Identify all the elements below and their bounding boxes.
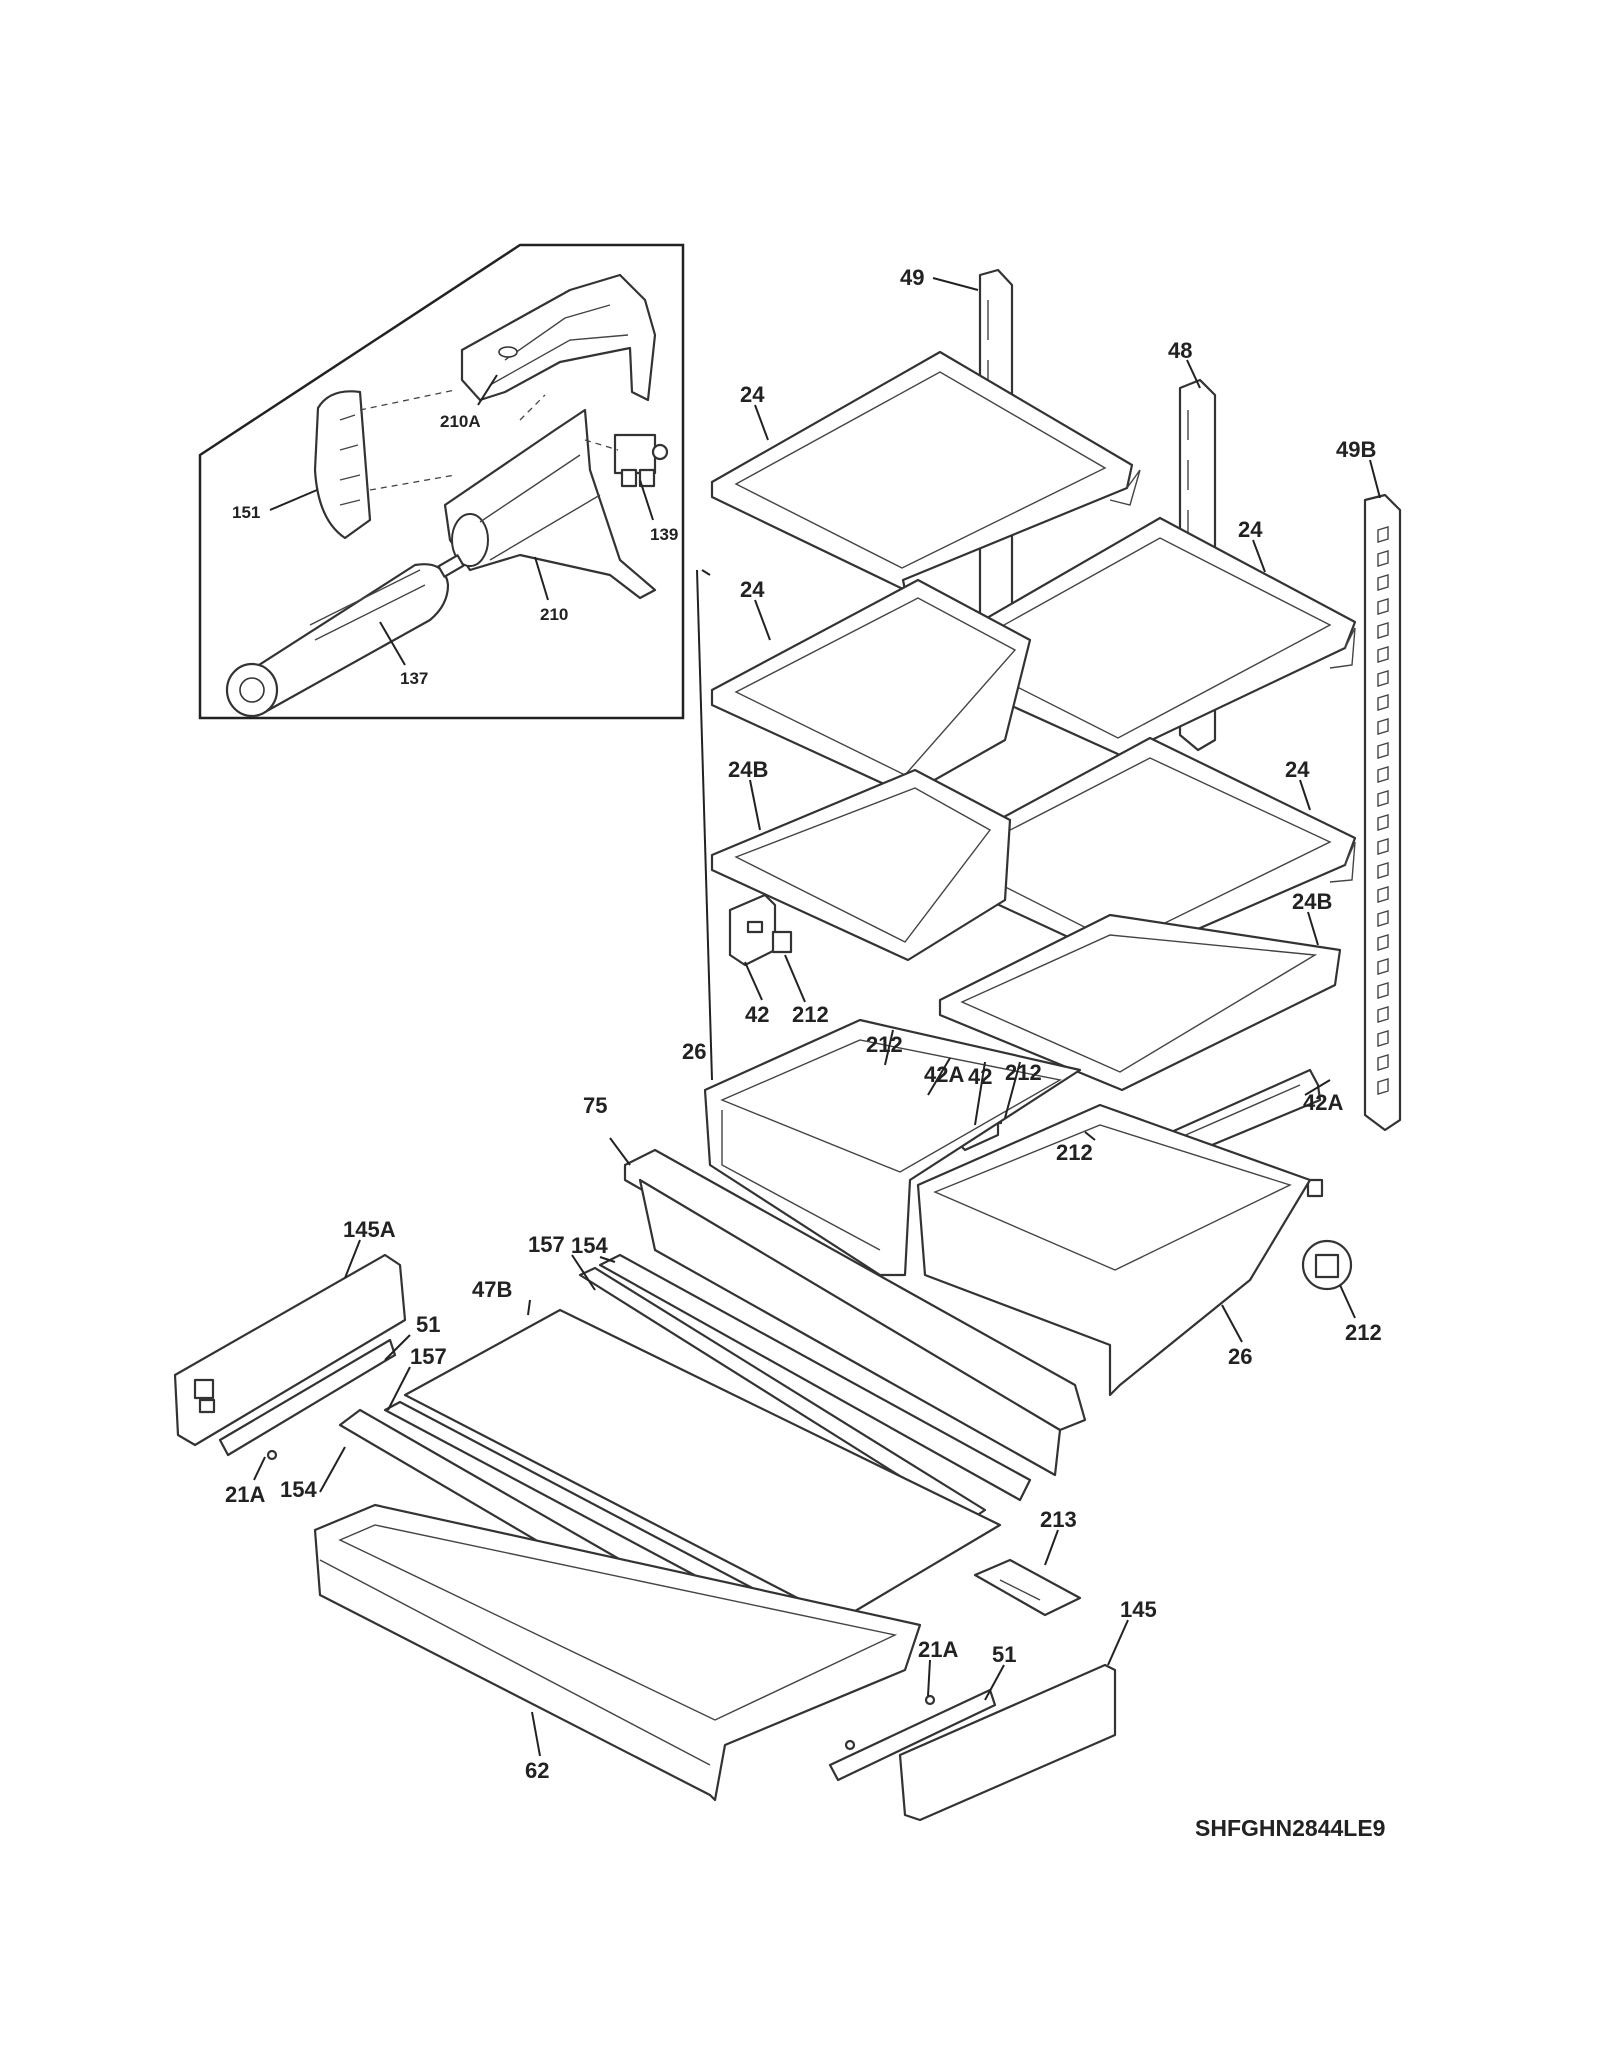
label-157-b: 157 [410,1344,447,1369]
shelf-24-left-middle [710,578,1032,797]
shelf-24B-left [710,768,1012,962]
label-212-a: 212 [792,1002,829,1027]
rail-49B [1363,493,1402,1132]
label-154-b: 154 [280,1477,317,1502]
label-75: 75 [583,1093,607,1118]
label-24-a: 24 [740,382,765,407]
water-filter-cartridge [225,554,465,718]
water-filter-inset: 210A 151 139 210 137 [198,243,685,720]
label-62: 62 [525,1758,549,1783]
model-code-label: SHFGHN2844LE9 [1195,1815,1385,1841]
label-24-b: 24 [1238,517,1263,542]
label-212-b: 212 [866,1032,903,1057]
label-26-a: 26 [682,1039,706,1064]
label-47B: 47B [472,1277,512,1302]
label-42A-a: 42A [924,1062,964,1087]
bracket-42-left [728,893,777,967]
seal-154-upper [598,1253,1032,1502]
label-42-a: 42 [745,1002,769,1027]
label-212-d: 212 [1056,1140,1093,1165]
label-151: 151 [232,503,260,522]
leader-lines [253,277,1381,1757]
label-24B-a: 24B [728,757,768,782]
label-51-a: 51 [416,1312,440,1337]
callout-labels: 49 48 49B 24 24 24 24 24B 24B 42 212 26 … [225,265,1382,1783]
label-139: 139 [650,525,678,544]
pantry-drawer [313,1503,922,1802]
label-26-b: 26 [1228,1344,1252,1369]
label-210: 210 [540,605,568,624]
side-support-145 [898,1663,1117,1822]
side-support-145A [173,1253,407,1447]
label-212-e: 212 [1345,1320,1382,1345]
glass-panel-47B [403,1308,1002,1622]
shelf-24B-right [938,913,1342,1092]
label-24-d: 24 [1285,757,1310,782]
slide-rail-51-left [218,1338,397,1457]
label-49: 49 [900,265,924,290]
label-145: 145 [1120,1597,1157,1622]
label-154-a: 154 [571,1233,608,1258]
label-42A-b: 42A [1303,1090,1343,1115]
label-145A: 145A [343,1217,396,1242]
label-212-c: 212 [1005,1060,1042,1085]
shelf-24-top-left [710,350,1141,592]
label-49B: 49B [1336,437,1376,462]
water-valve [613,433,669,488]
label-157-a: 157 [528,1232,565,1257]
crisper-drawer-right [916,1103,1312,1397]
seal-157-upper [578,1266,987,1522]
screw-21A-group [266,1449,936,1751]
label-213: 213 [1040,1507,1077,1532]
label-137: 137 [400,669,428,688]
divider-213 [973,1558,1082,1617]
label-51-b: 51 [992,1642,1016,1667]
label-24-c: 24 [740,577,765,602]
label-24B-b: 24B [1292,889,1332,914]
label-210A: 210A [440,412,481,431]
crisper-cover-frame [623,1148,1087,1477]
label-48: 48 [1168,338,1192,363]
label-21A-a: 21A [225,1482,265,1507]
crisper-drawer-left [703,1018,1082,1277]
label-21A-b: 21A [918,1637,958,1662]
slide-rail-51-right [828,1688,997,1782]
label-42-b: 42 [968,1064,992,1089]
